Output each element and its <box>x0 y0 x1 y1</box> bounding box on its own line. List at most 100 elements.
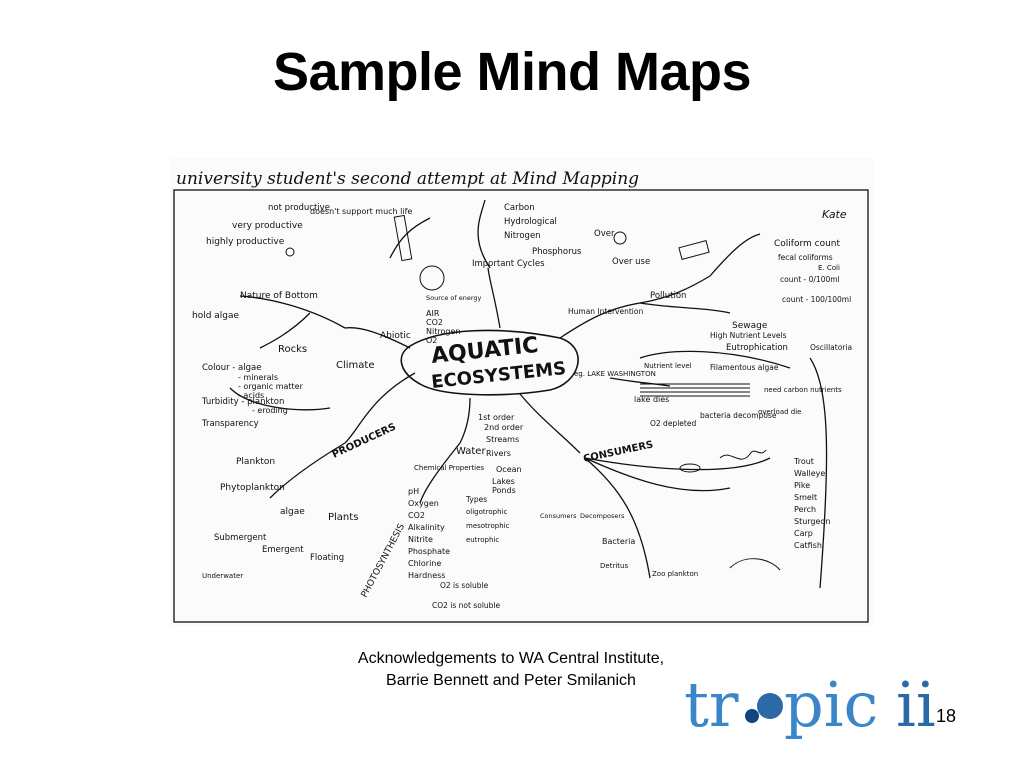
label-lake-dies: lake dies <box>634 395 669 404</box>
label-bacteria: Bacteria <box>602 537 635 546</box>
label-air: AIR <box>426 309 440 318</box>
label-decomposers: Decomposers <box>580 512 625 520</box>
label-organic-matter: - organic matter <box>238 382 304 391</box>
label-producers: PRODUCERS <box>331 422 398 461</box>
label-ocean: Ocean <box>496 465 522 474</box>
logo-text-tr: tr <box>684 668 739 741</box>
globe-icon <box>613 231 627 245</box>
label-rocks: Rocks <box>278 344 307 355</box>
corner-note: Kate <box>822 208 847 221</box>
label-need-carbon: need carbon nutrients <box>764 386 842 394</box>
branch-water: Water 1st order 2nd order Streams Rivers… <box>408 413 524 610</box>
bird-sketch <box>729 558 781 571</box>
branch-lake-washington: eg. LAKE WASHINGTON Nutrient level Filam… <box>574 362 842 428</box>
label-floating: Floating <box>310 553 344 563</box>
label-co2: CO2 <box>426 318 443 327</box>
label-abiotic: Abiotic <box>380 331 411 341</box>
label-carbon: Carbon <box>504 203 535 213</box>
mind-map-image: university student's second attempt at M… <box>170 158 874 626</box>
label-sewage: Sewage <box>732 321 768 331</box>
label-rivers: Rivers <box>486 449 511 458</box>
label-transparency: Transparency <box>201 419 259 429</box>
label-catfish: Catfish <box>794 541 822 550</box>
branch-consumers: CONSUMERS Consumers Decomposers Bacteria… <box>540 439 830 578</box>
label-eroding: - eroding <box>252 406 288 415</box>
label-o2-soluble: O2 is soluble <box>440 581 489 590</box>
label-consumers-sub: Consumers <box>540 512 577 520</box>
label-hardness: Hardness <box>408 571 445 580</box>
label-e-coli: E. Coli <box>818 264 840 272</box>
label-coliform-count: Coliform count <box>774 239 840 249</box>
tropic-ii-logo: tr pic ii <box>684 668 936 741</box>
label-alkalinity: Alkalinity <box>408 523 445 532</box>
branch-human-intervention: Over Over use Human Intervention Polluti… <box>568 229 852 353</box>
logo-small-dot-icon <box>745 709 759 723</box>
label-important-cycles: Important Cycles <box>472 259 545 269</box>
logo-text-pic: pic <box>784 668 878 741</box>
label-mesotrophic: mesotrophic <box>466 522 510 530</box>
label-underwater: Underwater <box>202 572 243 580</box>
label-streams: Streams <box>486 435 519 444</box>
label-nitrogen: Nitrogen <box>504 231 541 241</box>
label-minerals: - minerals <box>238 373 278 382</box>
label-plants: Plants <box>328 512 358 523</box>
mind-map-heading: university student's second attempt at M… <box>176 169 639 189</box>
label-not-productive: not productive <box>268 203 330 213</box>
label-water-co2: CO2 <box>408 511 425 520</box>
label-fecal-coliforms: fecal coliforms <box>778 253 833 262</box>
pipe-icon <box>678 239 710 261</box>
sun-icon <box>419 265 445 291</box>
label-high-nutrient: High Nutrient Levels <box>710 331 787 340</box>
label-types: Types <box>465 495 487 504</box>
label-phosphorus: Phosphorus <box>532 247 582 257</box>
label-1st-order: 1st order <box>478 413 515 422</box>
label-walleye: Walleye <box>794 469 825 478</box>
label-no-support: doesn't support much life <box>310 207 412 216</box>
label-phosphate: Phosphate <box>408 547 450 556</box>
label-pike: Pike <box>794 481 810 490</box>
acknowledgement-text: Acknowledgements to WA Central Institute… <box>357 650 665 689</box>
branch-producers: PRODUCERS Plankton Phytoplankton algae P… <box>202 422 407 600</box>
label-overload-die: overload die <box>758 408 802 416</box>
label-nutrient-level: Nutrient level <box>644 362 692 370</box>
hatched-lake-sketch <box>640 383 750 397</box>
label-ponds: Ponds <box>492 486 516 495</box>
label-o2-depleted: O2 depleted <box>650 419 696 428</box>
label-bacteria-decompose: bacteria decompose <box>700 411 777 420</box>
slide-title: Sample Mind Maps <box>272 42 752 102</box>
label-count-zero: count - 0/100ml <box>780 275 840 284</box>
connector-lines <box>229 199 828 589</box>
label-smelt: Smelt <box>794 493 817 502</box>
label-algae: algae <box>280 507 305 517</box>
branch-cycles: Carbon Hydrological Nitrogen Phosphorus … <box>426 203 582 345</box>
label-human-intervention: Human Intervention <box>568 307 643 316</box>
branch-water-qualities: Colour - algae - minerals - organic matt… <box>201 363 304 429</box>
label-phytoplankton: Phytoplankton <box>220 483 285 493</box>
label-acids: - acids <box>238 391 264 400</box>
label-chlorine: Chlorine <box>408 559 441 568</box>
page-number: 18 <box>936 706 957 726</box>
thermometer-icon <box>393 214 413 262</box>
worm-sketch <box>719 449 767 460</box>
label-oxygen: Oxygen <box>408 499 439 508</box>
label-water: Water <box>456 446 486 457</box>
label-plankton: Plankton <box>236 457 275 467</box>
label-source-energy: Source of energy <box>426 294 482 302</box>
label-photosynthesis: PHOTOSYNTHESIS <box>360 522 407 599</box>
sketch-icon <box>285 247 295 257</box>
label-oscillatoria: Oscillatoria <box>810 343 852 352</box>
label-co2-not-soluble: CO2 is not soluble <box>432 601 501 610</box>
label-highly-productive: highly productive <box>206 237 285 247</box>
label-zooplankton: Zoo plankton <box>652 570 698 578</box>
branch-bottom-nature: very productive not productive doesn't s… <box>192 203 445 371</box>
label-nitrogen-air: Nitrogen <box>426 327 460 336</box>
logo-dot-icon <box>757 693 783 719</box>
label-over-use: Over use <box>612 257 650 267</box>
label-very-productive: very productive <box>232 221 303 231</box>
mind-map-border <box>173 189 869 623</box>
label-nitrite: Nitrite <box>408 535 433 544</box>
label-nature-of-bottom: Nature of Bottom <box>240 291 318 301</box>
label-turbidity: Turbidity - plankton <box>201 397 284 407</box>
fish-sketch <box>679 463 701 473</box>
label-oligotrophic: oligotrophic <box>466 508 507 516</box>
